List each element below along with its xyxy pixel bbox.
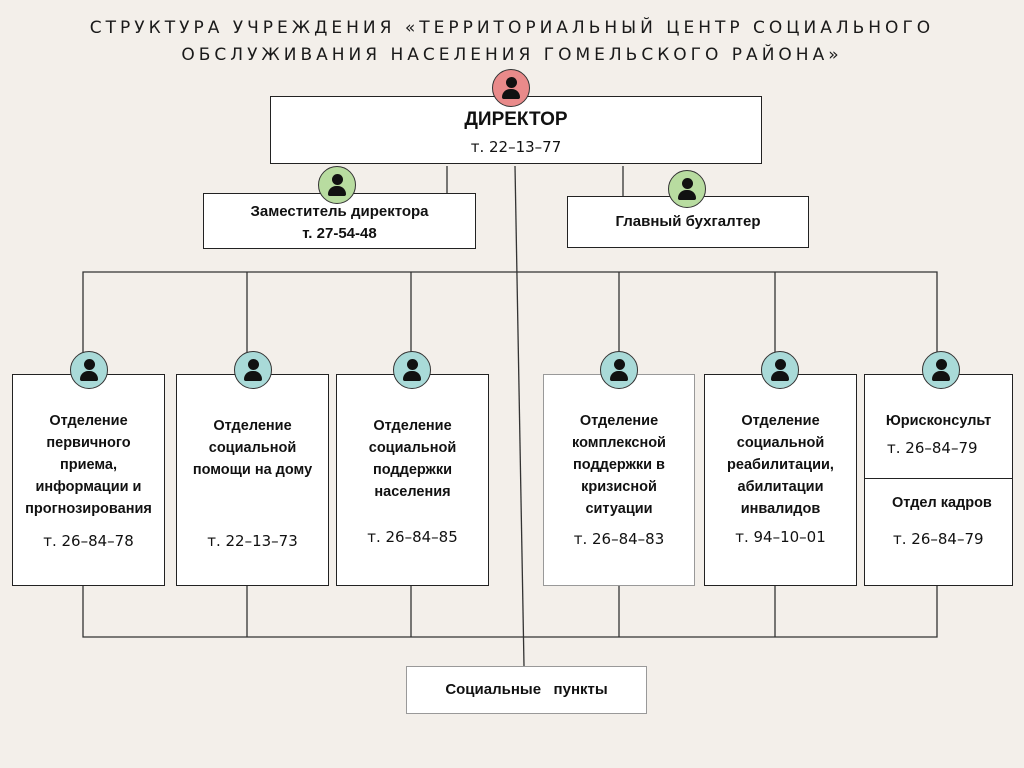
legal-phone: т. 26–84–79: [887, 439, 978, 457]
deputy-phone: т. 27-54-48: [302, 225, 377, 242]
person-icon: [668, 170, 706, 208]
deputy-box[interactable]: Заместитель директора т. 27-54-48: [203, 193, 476, 249]
department-box-1[interactable]: Отделение первичного приема, информации …: [12, 374, 165, 586]
person-icon: [761, 351, 799, 389]
department-5-label: Отделение социальной реабилитации, абили…: [727, 413, 834, 517]
department-1-phone: т. 26–84–78: [43, 532, 134, 550]
department-5-phone: т. 94–10–01: [735, 528, 826, 546]
director-phone: т. 22–13–77: [470, 138, 562, 156]
legal-label: Юрисконсульт: [885, 413, 992, 429]
person-icon: [600, 351, 638, 389]
director-box[interactable]: ДИРЕКТОР т. 22–13–77: [270, 96, 762, 164]
department-3-label: Отделение социальной поддержки населения: [368, 418, 457, 500]
title-line-2: ОБСЛУЖИВАНИЯ НАСЕЛЕНИЯ ГОМЕЛЬСКОГО РАЙОН…: [181, 45, 843, 65]
department-2-label: Отделение социальной помощи на дому: [192, 418, 313, 478]
hr-phone: т. 26–84–79: [893, 530, 984, 548]
department-box-4[interactable]: Отделение комплексной поддержки в кризис…: [543, 374, 695, 586]
department-1-label: Отделение первичного приема, информации …: [25, 413, 152, 517]
director-label: ДИРЕКТОР: [464, 109, 568, 130]
department-box-5[interactable]: Отделение социальной реабилитации, абили…: [704, 374, 857, 586]
department-4-phone: т. 26–84–83: [573, 530, 665, 548]
hr-label: Отдел кадров: [892, 495, 992, 511]
department-box-3[interactable]: Отделение социальной поддержки населения…: [336, 374, 489, 586]
accountant-label: Главный бухгалтер: [615, 213, 761, 230]
department-box-2[interactable]: Отделение социальной помощи на дому т. 2…: [176, 374, 329, 586]
person-icon: [922, 351, 960, 389]
person-icon: [318, 166, 356, 204]
department-4-label: Отделение комплексной поддержки в кризис…: [572, 413, 666, 517]
person-icon: [70, 351, 108, 389]
person-icon: [234, 351, 272, 389]
divider: [865, 478, 1012, 479]
social-points-box[interactable]: Социальные пункты: [406, 666, 647, 714]
person-icon: [393, 351, 431, 389]
person-icon: [492, 69, 530, 107]
department-2-phone: т. 22–13–73: [207, 532, 298, 550]
department-3-phone: т. 26–84–85: [367, 528, 458, 546]
title-line-1: СТРУКТУРА УЧРЕЖДЕНИЯ «ТЕРРИТОРИАЛЬНЫЙ ЦЕ…: [89, 18, 935, 38]
deputy-label: Заместитель директора: [250, 203, 429, 220]
legal-hr-box[interactable]: Юрисконсульт т. 26–84–79 Отдел кадров т.…: [864, 374, 1013, 586]
social-points-label: Социальные пункты: [445, 681, 608, 698]
